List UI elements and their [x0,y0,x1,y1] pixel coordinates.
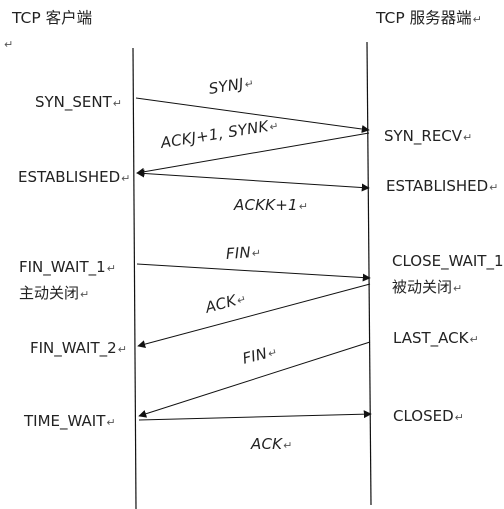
server-title: TCP 服务器端↵ [376,9,482,27]
server-state-syn-recv: SYN_RECV↵ [384,127,473,145]
server-state-closed: CLOSED↵ [393,407,464,425]
ack-k-arrow [136,169,370,192]
server-state-established: ESTABLISHED↵ [386,177,499,195]
msg-label-ack-final: ACK↵ [251,435,293,453]
ack-fin-arrow [137,283,371,349]
client-state-fin-wait-1: FIN_WAIT_1↵ [19,258,116,276]
client-state-established: ESTABLISHED↵ [18,168,131,186]
fin-server-arrow [138,341,371,418]
server-lifeline [366,41,372,506]
client-state-syn-sent: SYN_SENT↵ [35,93,123,111]
msg-label-ack-k: ACKK+1↵ [234,196,309,214]
ack-final-arrow [138,410,372,421]
ack-syn-arrow [136,132,370,176]
msg-label-fin-client: FIN↵ [225,243,262,263]
server-state-close-wait: CLOSE_WAIT_1 [392,252,504,270]
fin-client-arrow [136,263,371,282]
paragraph-mark-icon: ↵ [4,38,14,51]
server-label-passive-close: 被动关闭↵ [392,278,463,296]
server-state-last-ack: LAST_ACK↵ [393,329,479,347]
client-state-fin-wait-2: FIN_WAIT_2↵ [30,339,127,357]
client-title: TCP 客户端 [12,9,93,27]
syn-arrow [135,97,370,133]
client-lifeline [132,47,137,509]
client-label-active-close: 主动关闭↵ [19,284,90,302]
client-state-time-wait: TIME_WAIT↵ [24,412,116,430]
